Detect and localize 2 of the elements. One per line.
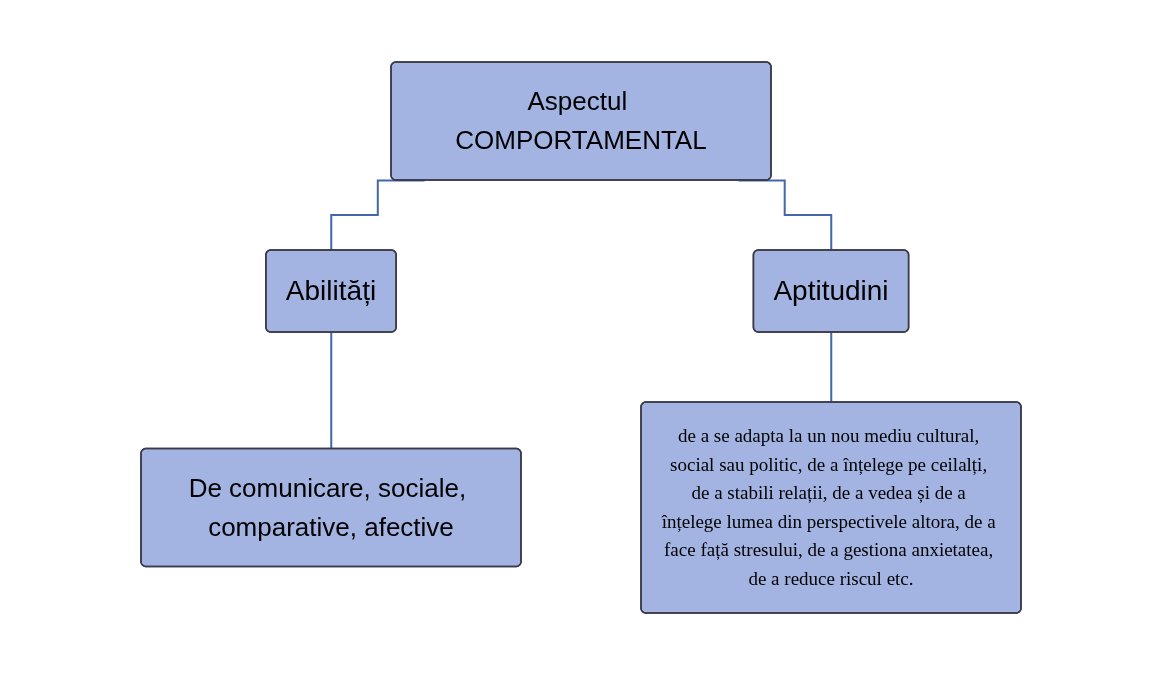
connector bbox=[329, 331, 332, 450]
connector bbox=[829, 331, 832, 404]
